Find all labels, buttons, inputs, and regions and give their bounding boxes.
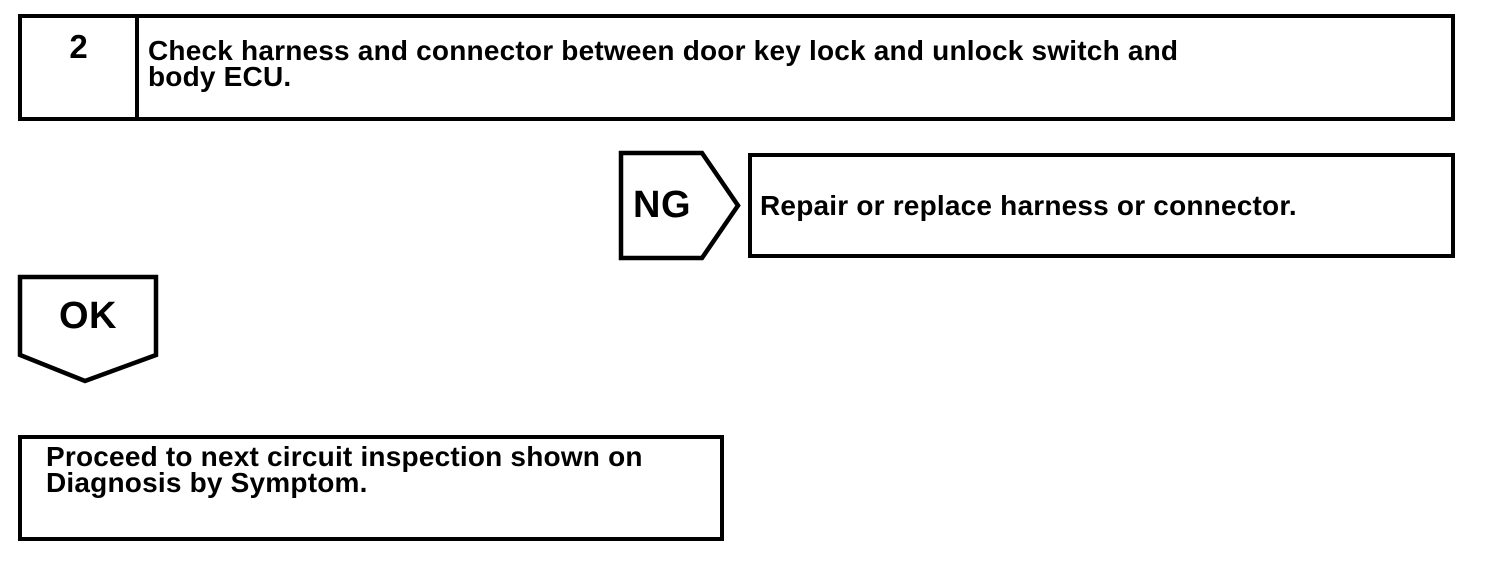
result-box: Proceed to next circuit inspection shown…: [18, 435, 724, 541]
result-line-1: Proceed to next circuit inspection shown…: [46, 441, 643, 472]
ng-action-box: Repair or replace harness or connector.: [748, 153, 1455, 258]
ng-arrow-icon: [618, 150, 741, 261]
result-line-2: Diagnosis by Symptom.: [46, 467, 368, 498]
step-instruction: Check harness and connector between door…: [139, 18, 1451, 117]
ng-arrow-label: NG: [633, 184, 691, 226]
step-instruction-line-1: Check harness and connector between door…: [148, 35, 1179, 66]
ok-arrow-icon: [17, 274, 159, 384]
step-instruction-line-2: body ECU.: [148, 61, 292, 92]
step-number: 2: [22, 18, 139, 117]
ng-action-text: Repair or replace harness or connector.: [760, 189, 1297, 221]
ok-arrow-label: OK: [59, 294, 117, 337]
step-box: 2 Check harness and connector between do…: [18, 14, 1455, 121]
